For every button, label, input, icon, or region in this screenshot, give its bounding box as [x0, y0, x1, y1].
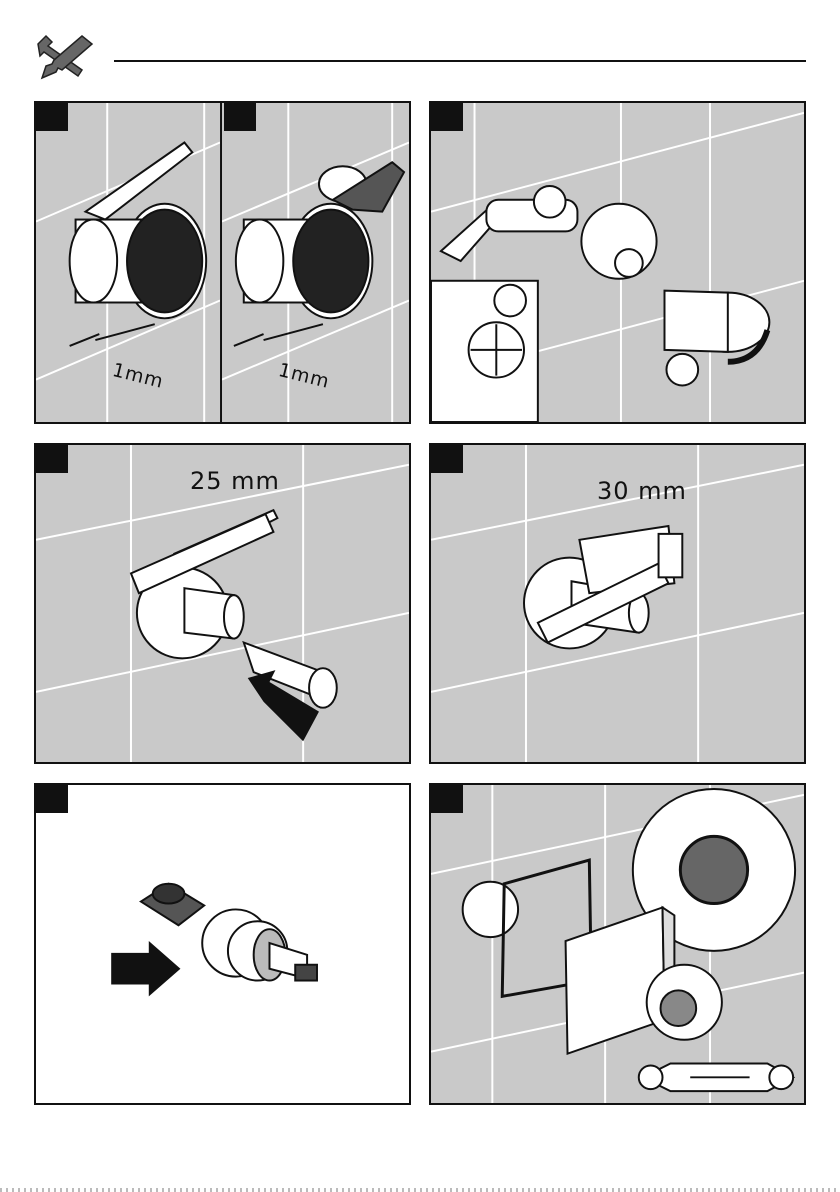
panel-step-5 [34, 783, 411, 1105]
panel-step-1: 1mm 1mm [34, 101, 411, 424]
header-rule [114, 60, 806, 62]
step-badge-3 [36, 445, 68, 473]
step-badge-2 [431, 103, 463, 131]
step-badge-6 [431, 785, 463, 813]
dimension-label-30mm: 30 mm [597, 477, 687, 505]
panel-step-4: 30 mm [429, 443, 806, 764]
open-end-spanner-icon [639, 1057, 799, 1097]
step-badge-1a [36, 103, 68, 131]
bottom-border [0, 1188, 840, 1192]
wrench-screwdriver-icon [32, 32, 98, 82]
panel-step-3: 25 mm [34, 443, 411, 764]
step-badge-5 [36, 785, 68, 813]
step-badge-1b [224, 103, 256, 131]
step-badge-4 [431, 445, 463, 473]
dimension-label-25mm: 25 mm [190, 467, 280, 495]
panel-step-2 [429, 101, 806, 424]
panel-step-6 [429, 783, 806, 1105]
